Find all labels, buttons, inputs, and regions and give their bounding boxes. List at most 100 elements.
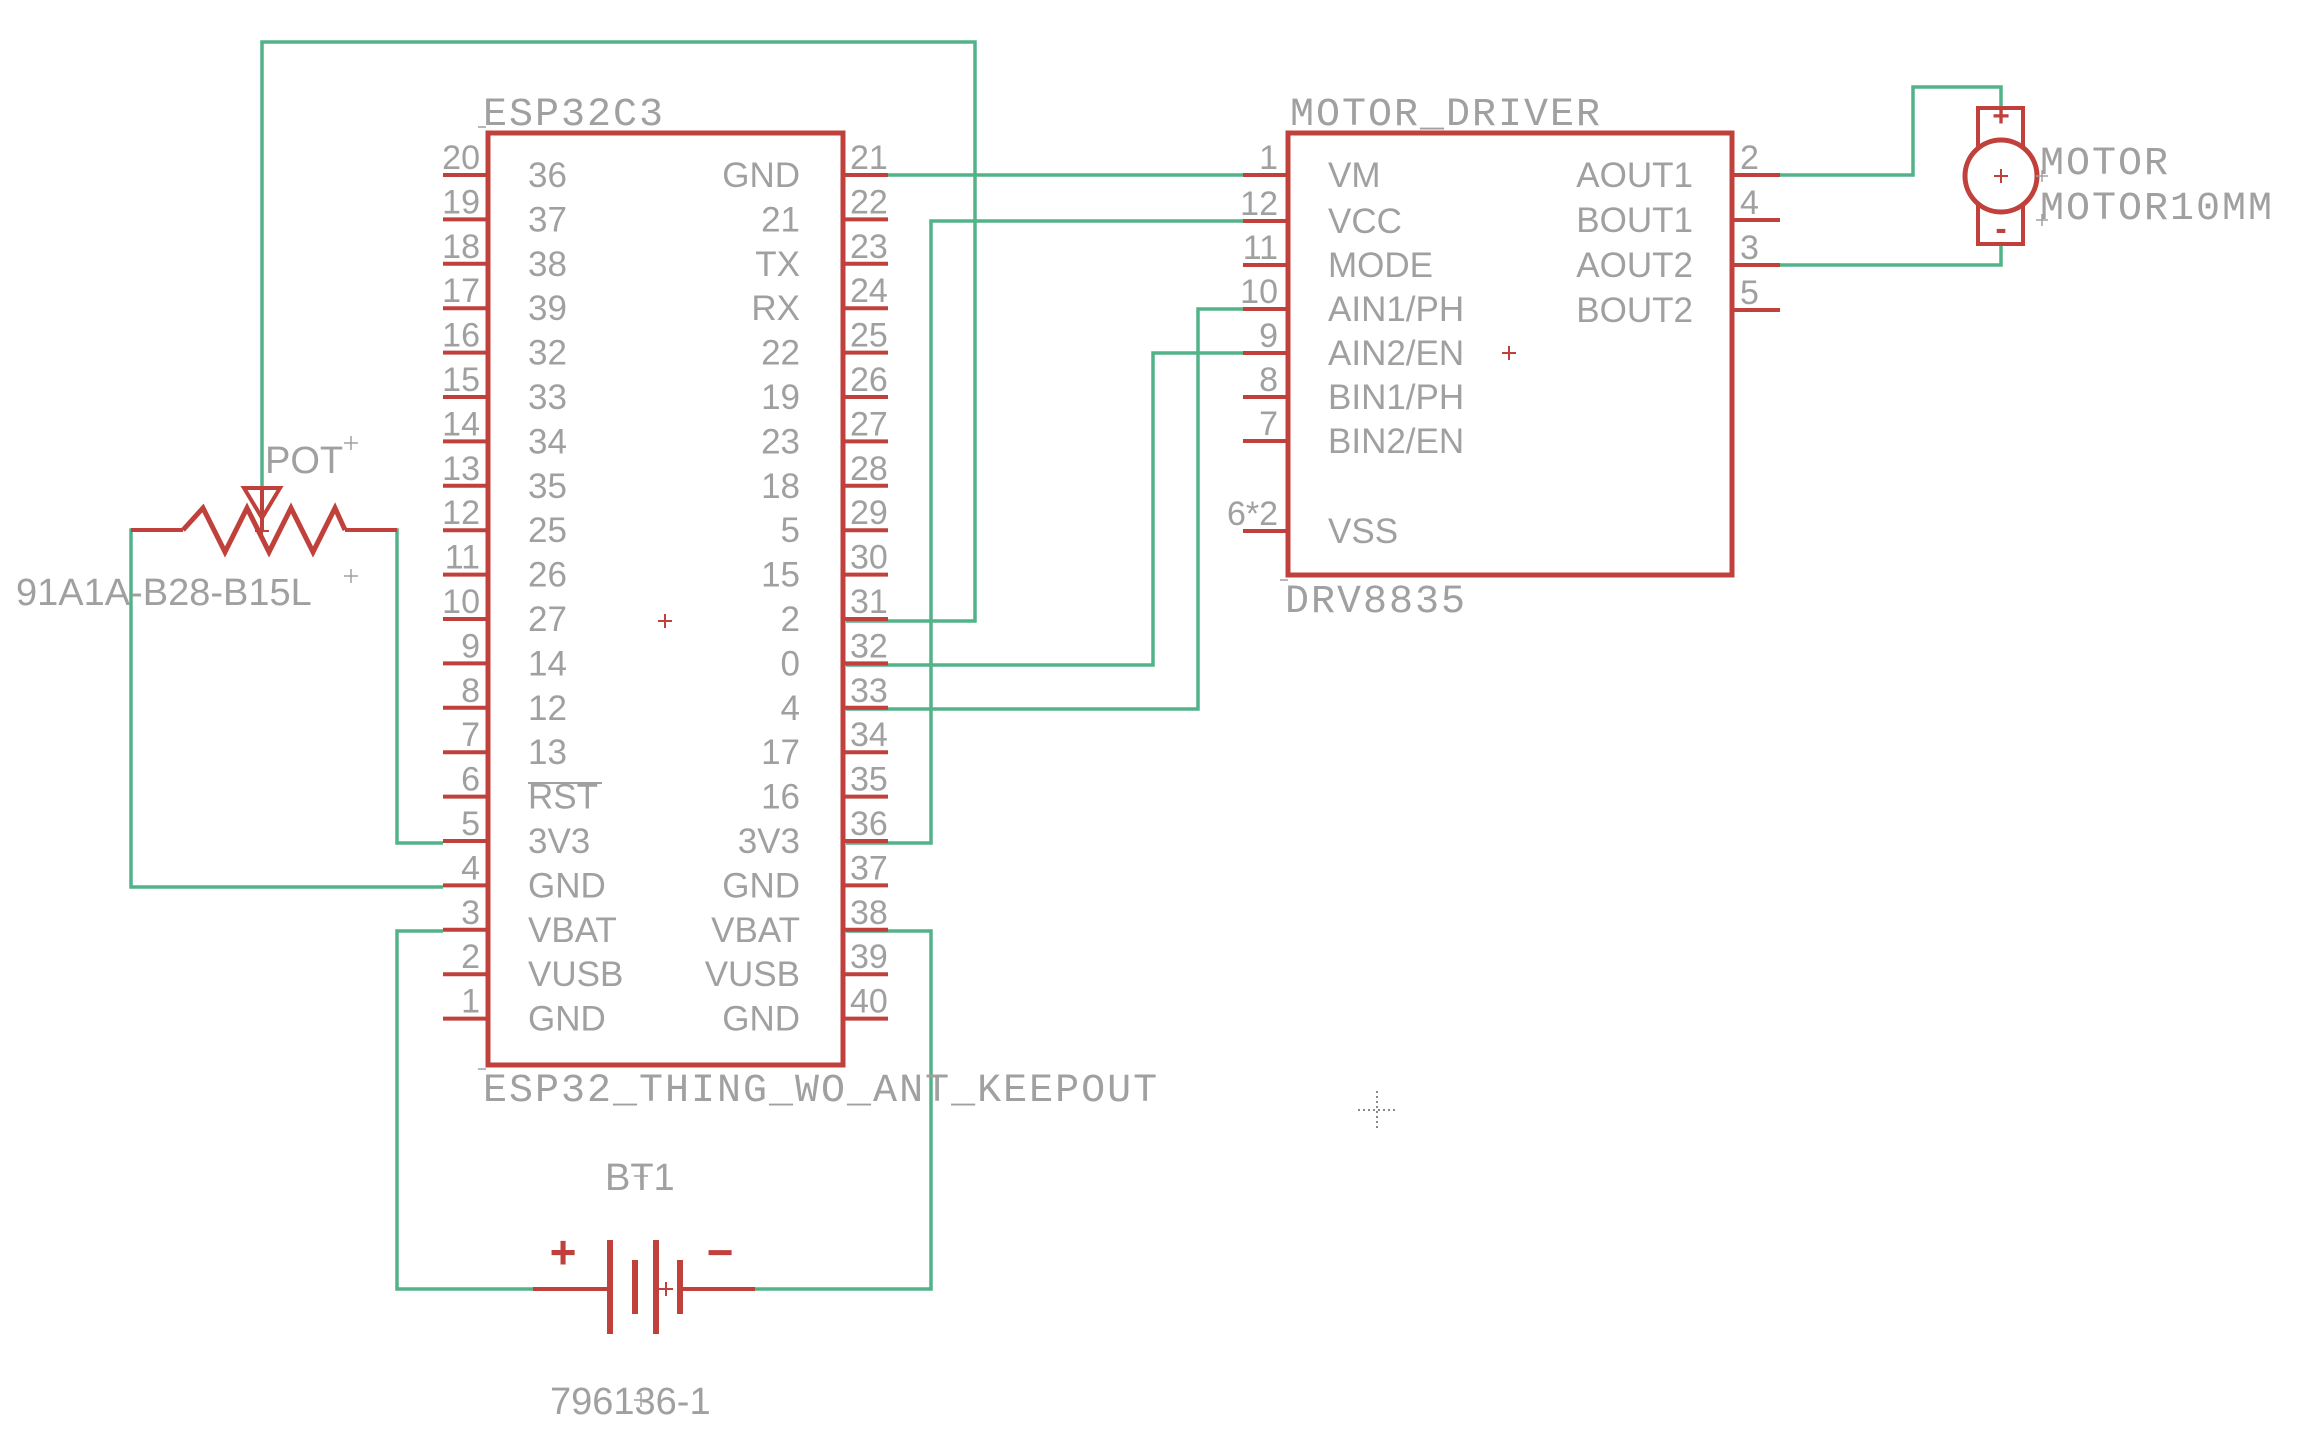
pin-number: 14 bbox=[442, 405, 480, 443]
pin-right-27[interactable]: 27 23 bbox=[761, 405, 888, 461]
pin-name: VBAT bbox=[528, 911, 617, 950]
pin-name: 27 bbox=[528, 600, 567, 639]
pin-name: VCC bbox=[1328, 202, 1402, 241]
battery-part[interactable]: + − BT1 796136-1 bbox=[533, 1157, 755, 1423]
pin-name: AOUT2 bbox=[1576, 246, 1693, 285]
net-gpio0-to-ain2[interactable] bbox=[846, 351, 1243, 667]
net-vbat2-to-battery-minus[interactable] bbox=[755, 929, 933, 1291]
pin-number: 13 bbox=[442, 450, 480, 488]
motor-part[interactable]: + - MOTOR MOTOR10MM bbox=[1962, 100, 2274, 248]
net-3v3-to-vcc[interactable] bbox=[846, 219, 1243, 845]
pin-name: GND bbox=[528, 1000, 606, 1039]
pin-name: AIN1/PH bbox=[1328, 290, 1464, 329]
pin-number: 17 bbox=[442, 272, 480, 310]
net-aout2-to-motor-minus[interactable] bbox=[1780, 244, 2003, 267]
pin-name: GND bbox=[528, 866, 606, 905]
pin-number: 38 bbox=[850, 894, 888, 932]
pin-number: 27 bbox=[850, 405, 888, 443]
motor-label-ticks bbox=[2036, 170, 2048, 226]
net-vbat-to-battery-plus[interactable] bbox=[395, 929, 533, 1291]
pin-name: 13 bbox=[528, 733, 567, 772]
driver-pin-right-4[interactable]: 4 BOUT1 bbox=[1576, 184, 1780, 240]
pin-number: 24 bbox=[850, 272, 888, 310]
pin-number: 32 bbox=[850, 627, 888, 665]
pin-name: 33 bbox=[528, 378, 567, 417]
pin-number: 16 bbox=[442, 317, 480, 355]
pin-name: 12 bbox=[528, 689, 567, 728]
pin-name: 17 bbox=[761, 733, 800, 772]
pin-name: TX bbox=[755, 245, 800, 284]
potentiometer-part[interactable]: POT 91A1A-B28-B15L bbox=[16, 436, 397, 614]
pin-name: 39 bbox=[528, 289, 567, 328]
pin-right-29[interactable]: 295 bbox=[781, 494, 888, 550]
pin-name: 23 bbox=[761, 422, 800, 461]
pin-name: 2 bbox=[781, 600, 800, 639]
pin-right-33[interactable]: 334 bbox=[781, 672, 888, 728]
pin-right-32[interactable]: 320 bbox=[781, 627, 888, 683]
pin-number: 4 bbox=[1740, 184, 1759, 222]
pin-right-31[interactable]: 312 bbox=[781, 583, 888, 639]
net-aout1-to-motor-plus[interactable] bbox=[1780, 85, 2003, 177]
driver-pin-left-10[interactable]: 10 AIN1/PH bbox=[1240, 273, 1464, 329]
pin-number: 10 bbox=[1240, 273, 1278, 311]
driver-origin-marker bbox=[1502, 346, 1516, 360]
motor-part-value: MOTOR10MM bbox=[2040, 187, 2274, 232]
net-gpio4-to-ain1[interactable] bbox=[846, 307, 1243, 711]
pin-name: GND bbox=[722, 1000, 800, 1039]
pin-name: 18 bbox=[761, 467, 800, 506]
pin-name: BOUT1 bbox=[1576, 201, 1693, 240]
motor-minus-sign: - bbox=[1995, 210, 2006, 248]
pin-name: BIN2/EN bbox=[1328, 422, 1464, 461]
pin-number: 25 bbox=[850, 317, 888, 355]
net-pot-to-3v3[interactable] bbox=[395, 528, 443, 845]
